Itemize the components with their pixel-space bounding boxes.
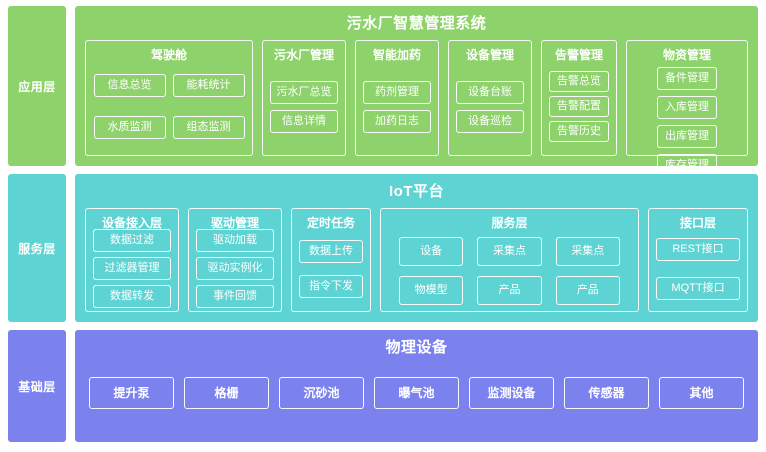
item-thing-model[interactable]: 物模型: [399, 276, 464, 305]
item-info-overview[interactable]: 信息总览: [93, 73, 166, 97]
group-title-smart-dosing: 智能加药: [372, 48, 421, 62]
item-equipment-inspection[interactable]: 设备巡检: [456, 109, 524, 133]
item-data-forwarding[interactable]: 数据转发: [93, 285, 171, 308]
group-title-service-layer: 服务层: [491, 216, 528, 230]
item-driver-instantiation[interactable]: 驱动实例化: [196, 257, 274, 280]
panel-application: 污水厂智慧管理系统 驾驶舱 信息总览 能耗统计 水质监测 组态监测 污水厂管理: [75, 6, 758, 177]
group-title-interface-layer: 接口层: [679, 216, 716, 230]
group-items-device-access-layer: 数据过滤 过滤器管理 数据转发: [93, 229, 171, 308]
item-scada-monitoring[interactable]: 组态监测: [172, 116, 245, 140]
item-outbound-management[interactable]: 出库管理: [657, 125, 717, 148]
group-alarm-management: 告警管理 告警总览 告警配置 告警历史: [541, 40, 617, 156]
group-service-layer: 服务层 设备 采集点 采集点 物模型 产品 产品: [380, 208, 639, 312]
group-items-interface-layer: REST接口 MQTT接口: [656, 233, 740, 304]
application-groups: 驾驶舱 信息总览 能耗统计 水质监测 组态监测 污水厂管理 污水厂总览 信息详情: [85, 40, 748, 177]
group-title-equipment-management: 设备管理: [465, 48, 514, 62]
layer-service: 服务层 IoT平台 设备接入层 数据过滤 过滤器管理 数据转发 驱动管理: [8, 174, 758, 322]
item-filter-management[interactable]: 过滤器管理: [93, 257, 171, 280]
group-cockpit: 驾驶舱 信息总览 能耗统计 水质监测 组态监测: [85, 40, 253, 156]
item-product-2[interactable]: 产品: [555, 276, 620, 305]
group-scheduled-tasks: 定时任务 数据上传 指令下发: [291, 208, 371, 312]
group-items-smart-dosing: 药剂管理 加药日志: [363, 65, 431, 148]
group-device-access-layer: 设备接入层 数据过滤 过滤器管理 数据转发: [85, 208, 179, 312]
item-water-quality-monitoring[interactable]: 水质监测: [93, 116, 166, 140]
panel-iot-platform: IoT平台 设备接入层 数据过滤 过滤器管理 数据转发 驱动管理 驱动加载: [75, 174, 758, 322]
group-title-material-management: 物资管理: [662, 48, 711, 62]
item-product-1[interactable]: 产品: [477, 276, 542, 305]
item-rest-interface[interactable]: REST接口: [656, 237, 740, 261]
group-driver-management: 驱动管理 驱动加载 驱动实例化 事件回馈: [188, 208, 282, 312]
group-items-plant-management: 污水厂总览 信息详情: [270, 65, 338, 148]
item-device[interactable]: 设备: [399, 237, 464, 266]
layer-label-service: 服务层: [8, 174, 66, 322]
item-inbound-management[interactable]: 入库管理: [657, 96, 717, 119]
device-aeration-tank[interactable]: 曝气池: [374, 376, 459, 409]
item-alarm-overview[interactable]: 告警总览: [549, 71, 609, 92]
group-items-equipment-management: 设备台账 设备巡检: [456, 65, 524, 148]
panel-title-iot-platform: IoT平台: [389, 183, 444, 200]
device-grit-chamber[interactable]: 沉砂池: [279, 376, 364, 409]
item-dosing-log[interactable]: 加药日志: [363, 109, 431, 133]
item-collection-point-2[interactable]: 采集点: [555, 237, 620, 266]
group-interface-layer: 接口层 REST接口 MQTT接口: [648, 208, 748, 312]
group-title-device-access-layer: 设备接入层: [101, 216, 162, 230]
layer-infrastructure: 基础层 物理设备 提升泵 格栅 沉砂池 曝气池 监测设备 传感器 其他: [8, 330, 758, 442]
layer-application: 应用层 污水厂智慧管理系统 驾驶舱 信息总览 能耗统计 水质监测 组态监测 污水…: [8, 6, 758, 177]
device-sensor[interactable]: 传感器: [564, 376, 649, 409]
group-items-service-layer: 设备 采集点 采集点 物模型 产品 产品: [388, 233, 631, 305]
item-command-dispatch[interactable]: 指令下发: [299, 274, 363, 298]
panel-title-application: 污水厂智慧管理系统: [346, 15, 487, 32]
group-equipment-management: 设备管理 设备台账 设备巡检: [448, 40, 532, 156]
panel-title-physical-devices: 物理设备: [385, 339, 448, 356]
group-title-scheduled-tasks: 定时任务: [306, 216, 355, 230]
device-other[interactable]: 其他: [659, 376, 744, 409]
panel-physical-devices: 物理设备 提升泵 格栅 沉砂池 曝气池 监测设备 传感器 其他: [75, 330, 758, 442]
item-alarm-history[interactable]: 告警历史: [549, 121, 609, 142]
group-plant-management: 污水厂管理 污水厂总览 信息详情: [262, 40, 346, 156]
group-material-management: 物资管理 备件管理 入库管理 出库管理 库存管理: [626, 40, 748, 177]
group-items-material-management: 备件管理 入库管理 出库管理 库存管理: [634, 65, 740, 177]
item-energy-statistics[interactable]: 能耗统计: [172, 73, 245, 97]
item-alarm-configuration[interactable]: 告警配置: [549, 96, 609, 117]
group-title-cockpit: 驾驶舱: [150, 48, 187, 62]
group-items-scheduled-tasks: 数据上传 指令下发: [299, 233, 363, 304]
group-items-cockpit: 信息总览 能耗统计 水质监测 组态监测: [93, 65, 245, 148]
group-items-driver-management: 驱动加载 驱动实例化 事件回馈: [196, 229, 274, 308]
service-groups: 设备接入层 数据过滤 过滤器管理 数据转发 驱动管理 驱动加载 驱动实例化 事件…: [85, 208, 748, 312]
item-driver-loading[interactable]: 驱动加载: [196, 229, 274, 252]
device-monitoring-equipment[interactable]: 监测设备: [469, 376, 554, 409]
item-spare-parts-management[interactable]: 备件管理: [657, 67, 717, 90]
group-title-driver-management: 驱动管理: [210, 216, 259, 230]
device-lift-pump[interactable]: 提升泵: [89, 376, 174, 409]
device-grille[interactable]: 格栅: [184, 376, 269, 409]
physical-device-list: 提升泵 格栅 沉砂池 曝气池 监测设备 传感器 其他: [85, 359, 748, 432]
item-data-filtering[interactable]: 数据过滤: [93, 229, 171, 252]
group-items-alarm-management: 告警总览 告警配置 告警历史: [549, 65, 609, 148]
item-info-detail[interactable]: 信息详情: [270, 109, 338, 133]
item-reagent-management[interactable]: 药剂管理: [363, 80, 431, 104]
item-collection-point-1[interactable]: 采集点: [477, 237, 542, 266]
item-equipment-ledger[interactable]: 设备台账: [456, 80, 524, 104]
item-data-upload[interactable]: 数据上传: [299, 239, 363, 263]
group-title-alarm-management: 告警管理: [554, 48, 603, 62]
group-smart-dosing: 智能加药 药剂管理 加药日志: [355, 40, 439, 156]
layer-label-application: 应用层: [8, 6, 66, 166]
group-title-plant-management: 污水厂管理: [273, 48, 334, 62]
item-plant-overview[interactable]: 污水厂总览: [270, 80, 338, 104]
item-event-feedback[interactable]: 事件回馈: [196, 285, 274, 308]
item-mqtt-interface[interactable]: MQTT接口: [656, 276, 740, 300]
layer-label-infrastructure: 基础层: [8, 330, 66, 442]
